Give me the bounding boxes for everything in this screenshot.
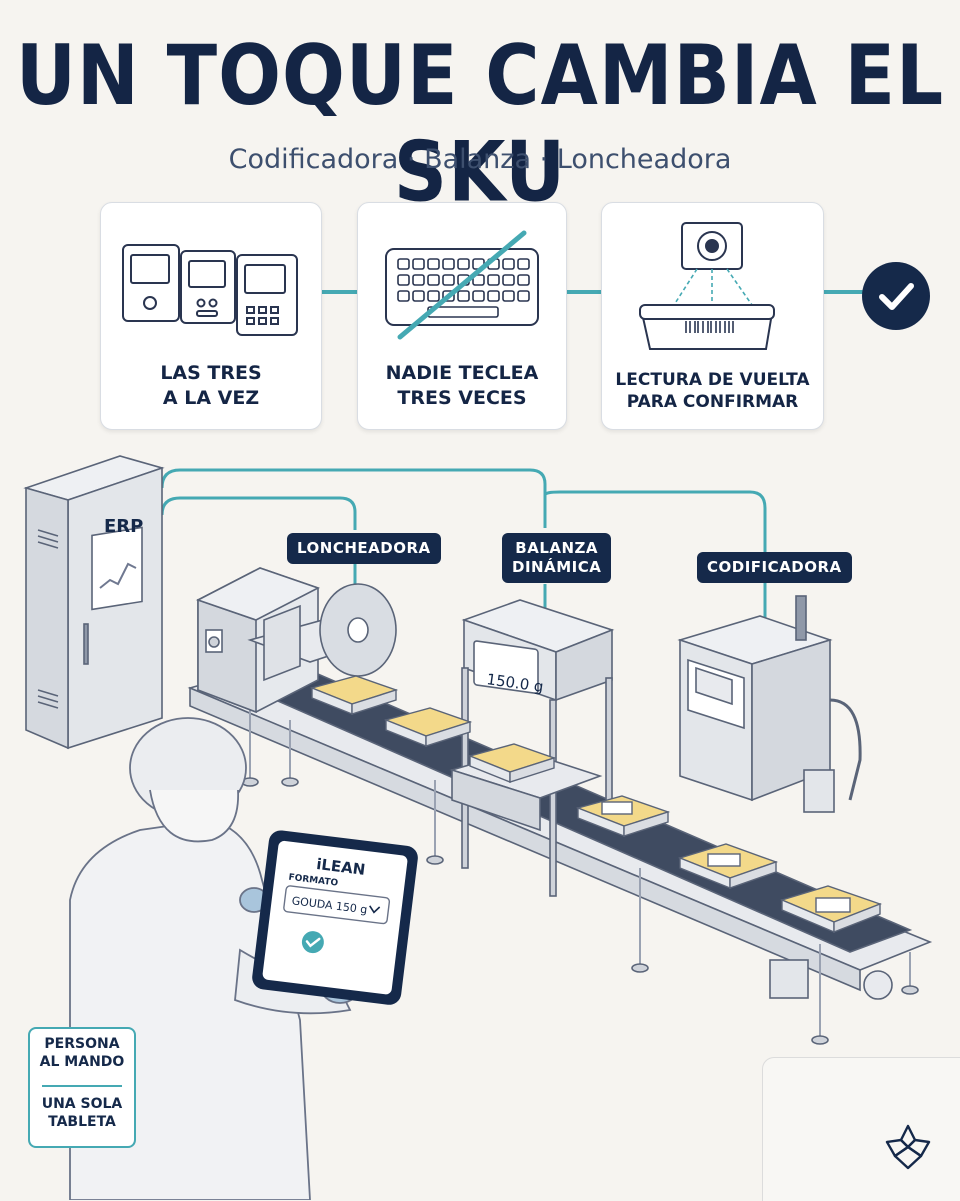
cheese-trays: [309, 675, 883, 934]
scanner-tray-icon: [639, 222, 775, 350]
confirm-button[interactable]: [301, 930, 326, 955]
confirmation-badge: [862, 262, 930, 330]
keyboard-key: [442, 274, 455, 286]
corner-panel: [762, 1057, 960, 1201]
three-control-panels-icon: [122, 244, 298, 336]
erp-server-cabinet: [23, 455, 165, 750]
connector-line: [565, 290, 601, 294]
keyboard-key: [412, 274, 425, 286]
keyboard-key: [397, 290, 410, 302]
keyboard-key: [427, 258, 440, 270]
keyboard-key: [427, 290, 440, 302]
keyboard-spacebar: [427, 306, 499, 318]
keyboard-key: [397, 258, 410, 270]
keyboard-key: [502, 258, 515, 270]
keyboard-key: [397, 274, 410, 286]
keyboard-key: [427, 274, 440, 286]
check-icon: [305, 937, 321, 948]
tag-slicer: LONCHEADORA: [287, 533, 441, 564]
connector-line: [320, 290, 358, 294]
tablet-app-name: iLEAN: [315, 855, 366, 879]
check-icon: [879, 283, 914, 310]
keyboard-key: [517, 258, 530, 270]
brand-logo-icon: [885, 1124, 931, 1170]
keyboard-key: [472, 274, 485, 286]
crossed-keyboard-icon: [385, 230, 539, 340]
format-select[interactable]: [283, 885, 391, 925]
keyboard-key: [517, 274, 530, 286]
production-line-illustration: ERP: [23, 455, 933, 1200]
keyboard-key: [457, 258, 470, 270]
keyboard-key: [487, 290, 500, 302]
tag-coder: CODIFICADORA: [697, 552, 852, 583]
erp-label: ERP: [104, 516, 143, 537]
chevron-down-icon: [369, 905, 381, 914]
keyboard-key: [412, 258, 425, 270]
connector-line: [822, 290, 864, 294]
keyboard-key: [487, 274, 500, 286]
keyboard-key: [502, 290, 515, 302]
keyboard-key: [457, 290, 470, 302]
keyboard-key: [517, 290, 530, 302]
divider: [42, 1085, 122, 1087]
keyboard-key: [412, 290, 425, 302]
keyboard-key: [442, 258, 455, 270]
page-title: UN TOQUE CAMBIA EL SKU: [15, 28, 945, 221]
page-subtitle: Codificadora · Balanza · Loncheadora: [228, 144, 732, 175]
tablet-device: iLEAN FORMATO GOUDA 150 g: [252, 830, 418, 1005]
slicer-machine: [195, 567, 397, 714]
keyboard-key: [502, 274, 515, 286]
coding-machine: [677, 595, 862, 813]
keyboard-key: [472, 290, 485, 302]
